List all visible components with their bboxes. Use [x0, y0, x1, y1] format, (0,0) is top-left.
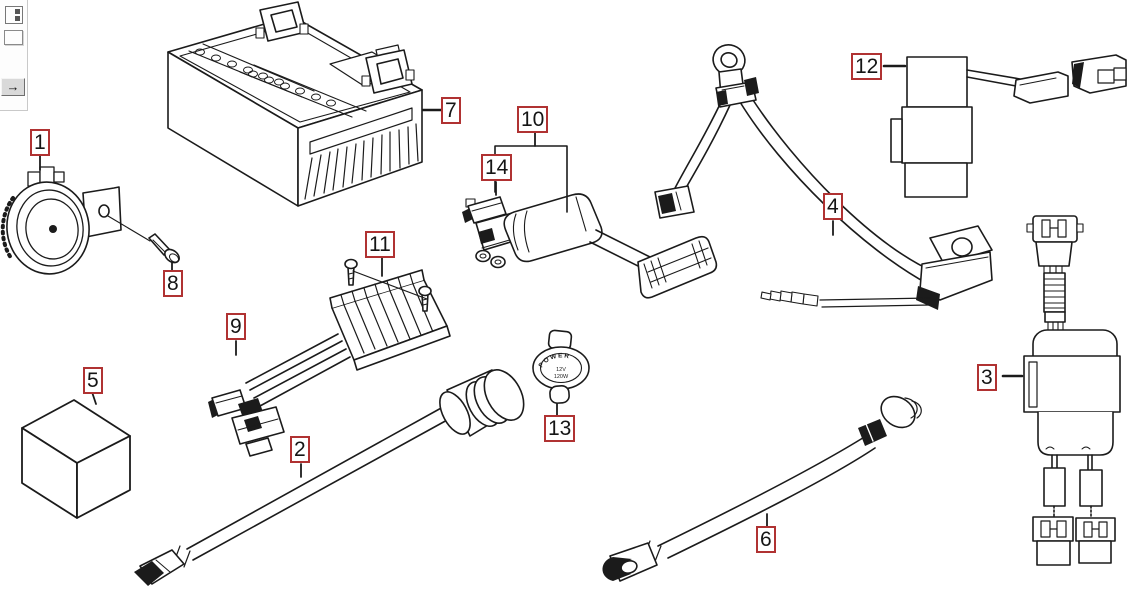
cdi-module-part-12 [890, 54, 1127, 198]
next-page-arrow-icon[interactable]: → [1, 78, 25, 96]
cascade-windows-icon[interactable] [5, 6, 23, 24]
part-label-9[interactable]: 9 [226, 313, 246, 340]
part-label-3[interactable]: 3 [977, 364, 997, 391]
battery-lead-part-4 [654, 44, 993, 310]
leader-lines [39, 64, 1024, 528]
part-label-14[interactable]: 14 [481, 154, 513, 181]
part-label-2[interactable]: 2 [290, 436, 310, 463]
horn-part-1 [0, 166, 122, 275]
part-label-7[interactable]: 7 [441, 97, 461, 124]
viewer-toolbar: → [0, 0, 28, 111]
battery-part-7 [167, 1, 423, 207]
part-label-11[interactable]: 11 [365, 231, 395, 258]
part-label-12[interactable]: 12 [851, 53, 883, 80]
part-label-13[interactable]: 13 [544, 415, 576, 442]
solenoid-part-3 [1023, 215, 1121, 566]
mount-screw-part-8 [107, 215, 180, 264]
part-label-8[interactable]: 8 [163, 270, 183, 297]
part-label-5[interactable]: 5 [83, 367, 103, 394]
power-cap-voltage-text: 12V [556, 367, 566, 373]
part-label-6[interactable]: 6 [756, 526, 776, 553]
power-cap-part-13: POWER 12V 120W [532, 329, 590, 404]
socket-cable-part-2 [134, 369, 525, 586]
ground-cable-part-6 [602, 395, 922, 582]
part-label-10[interactable]: 10 [517, 106, 549, 133]
part-label-4[interactable]: 4 [823, 193, 843, 220]
box-part-5 [21, 399, 131, 519]
relay-part-10 [462, 193, 718, 299]
regulator-part-9 [208, 269, 451, 457]
regulator-screws-part-11 [344, 258, 432, 312]
window-frame-icon[interactable] [4, 30, 23, 45]
power-cap-wattage-text: 120W [554, 374, 569, 380]
part-label-1[interactable]: 1 [30, 129, 50, 156]
